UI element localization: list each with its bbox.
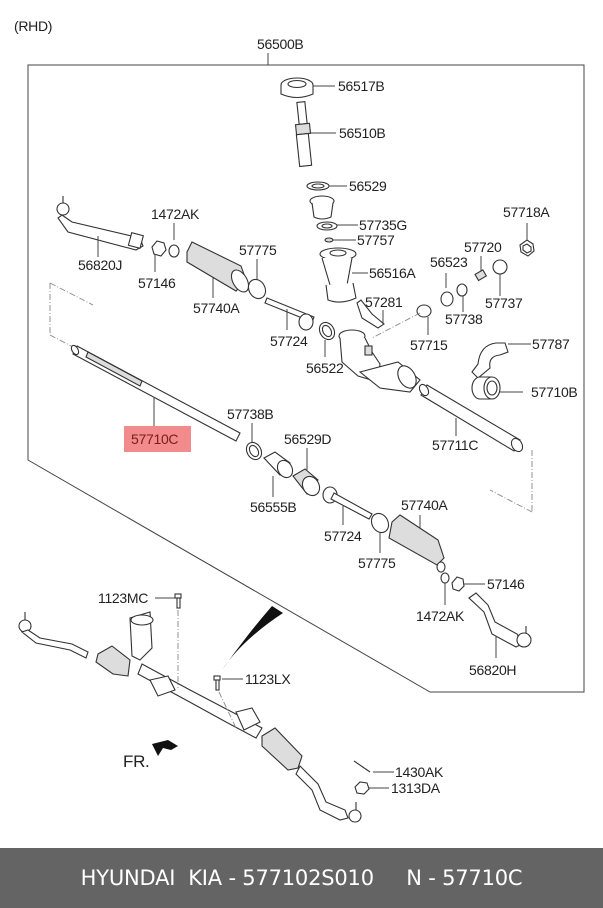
part-57757[interactable]: 57757	[324, 232, 395, 248]
svg-text:57775: 57775	[239, 242, 277, 258]
part-1472AK-right[interactable]: 1472AK	[416, 572, 465, 624]
brand-part-number: HYUNDAI KIA - 577102S010	[80, 866, 374, 890]
svg-text:57787: 57787	[532, 336, 570, 352]
part-56510B[interactable]: 56510B	[294, 101, 386, 168]
part-56522[interactable]: 56522	[306, 320, 344, 376]
svg-text:57724: 57724	[324, 528, 362, 544]
svg-text:56516A: 56516A	[369, 265, 416, 281]
assembled-steering-gear	[18, 606, 362, 823]
part-57718A[interactable]: 57718A	[503, 204, 551, 257]
part-57715[interactable]: 57715	[371, 304, 448, 353]
part-56517B[interactable]: 56517B	[280, 77, 385, 99]
part-57146-left[interactable]: 57146	[138, 240, 176, 291]
svg-text:56522: 56522	[306, 360, 344, 376]
svg-text:57740A: 57740A	[401, 497, 448, 513]
svg-text:57711C: 57711C	[432, 437, 478, 453]
part-57146-right[interactable]: 57146	[451, 576, 525, 592]
front-direction-indicator: FR.	[123, 740, 178, 771]
exploded-view-frame	[27, 64, 585, 693]
svg-text:56529: 56529	[349, 178, 387, 194]
part-56523[interactable]: 56523	[430, 254, 468, 307]
part-56820H[interactable]: 56820H	[468, 592, 532, 678]
part-57740A-right[interactable]: 57740A	[388, 497, 449, 573]
svg-text:57757: 57757	[357, 232, 395, 248]
part-57720[interactable]: 57720	[464, 239, 502, 282]
part-56555B[interactable]: 56555B	[250, 451, 297, 515]
part-57737[interactable]: 57737	[485, 259, 523, 311]
svg-text:57710C: 57710C	[131, 431, 178, 447]
svg-text:57735G: 57735G	[359, 217, 407, 233]
part-number-footer: HYUNDAI KIA - 577102S010 N - 57710C	[0, 848, 603, 908]
part-1313DA[interactable]: 1313DA	[354, 780, 441, 796]
svg-text:FR.: FR.	[123, 752, 149, 771]
svg-text:1472AK: 1472AK	[416, 608, 465, 624]
svg-text:57738B: 57738B	[227, 406, 273, 422]
part-57711C[interactable]: 57711C	[418, 383, 533, 513]
part-56516A[interactable]: 56516A	[319, 247, 417, 303]
svg-text:1123MC: 1123MC	[98, 590, 148, 606]
svg-text:57146: 57146	[487, 576, 525, 592]
svg-text:56555B: 56555B	[250, 499, 296, 515]
highlighted-part-box	[124, 426, 191, 452]
part-57710C[interactable]: 57710C	[49, 282, 241, 452]
part-57735G[interactable]: 57735G	[316, 217, 407, 233]
svg-text:56820H: 56820H	[469, 662, 516, 678]
part-57738B[interactable]: 57738B	[227, 406, 274, 462]
part-57738[interactable]: 57738	[445, 283, 483, 327]
part-57775-left[interactable]: 57775	[239, 242, 277, 302]
svg-text:57724: 57724	[270, 333, 308, 349]
part-57710B[interactable]: 57710B	[471, 376, 578, 400]
svg-text:57281: 57281	[365, 294, 403, 310]
svg-text:1123LX: 1123LX	[245, 671, 291, 687]
svg-text:57715: 57715	[410, 337, 448, 353]
svg-text:56523: 56523	[430, 254, 468, 270]
part-56820J[interactable]: 56820J	[56, 196, 145, 273]
svg-text:1472AK: 1472AK	[151, 206, 200, 222]
svg-text:57775: 57775	[358, 555, 396, 571]
part-1123MC[interactable]: 1123MC	[98, 590, 182, 688]
steering-gear-parts-diagram: (RHD) 56500B 56517B 56510B 56529 57735G	[14, 18, 585, 823]
svg-text:57738: 57738	[445, 311, 483, 327]
part-1430AK[interactable]: 1430AK	[353, 760, 444, 780]
part-gear-housing	[338, 329, 421, 393]
svg-text:57146: 57146	[138, 275, 176, 291]
part-57787[interactable]: 57787	[471, 336, 570, 379]
assembly-label[interactable]: 56500B	[257, 36, 304, 52]
part-56529[interactable]: 56529	[306, 178, 387, 194]
part-57281[interactable]: 57281	[356, 294, 403, 329]
part-1472AK-left[interactable]: 1472AK	[151, 206, 200, 258]
part-57724-left[interactable]: 57724	[264, 297, 315, 349]
svg-text:56820J: 56820J	[78, 257, 122, 273]
svg-text:56517B: 56517B	[338, 78, 384, 94]
oem-reference: N - 57710C	[406, 866, 523, 890]
part-1123LX[interactable]: 1123LX	[213, 671, 292, 729]
footer-spacer	[374, 866, 406, 890]
part-56529D[interactable]: 56529D	[284, 431, 332, 499]
svg-text:57720: 57720	[464, 239, 502, 255]
part-57724-right[interactable]: 57724	[322, 486, 373, 544]
svg-text:57710B: 57710B	[531, 384, 577, 400]
svg-text:57737: 57737	[485, 295, 523, 311]
svg-text:56510B: 56510B	[339, 125, 385, 141]
detail-leader-wedge	[222, 606, 283, 670]
svg-text:56529D: 56529D	[284, 431, 331, 447]
arrow-icon	[152, 740, 178, 756]
svg-text:57740A: 57740A	[193, 300, 240, 316]
svg-text:1313DA: 1313DA	[391, 780, 441, 796]
variant-label: (RHD)	[14, 18, 52, 34]
part-57775-right[interactable]: 57775	[358, 510, 396, 571]
part-bushing	[309, 195, 335, 220]
svg-text:57718A: 57718A	[503, 204, 550, 220]
part-57740A-left[interactable]: 57740A	[186, 241, 252, 316]
svg-text:1430AK: 1430AK	[395, 764, 444, 780]
